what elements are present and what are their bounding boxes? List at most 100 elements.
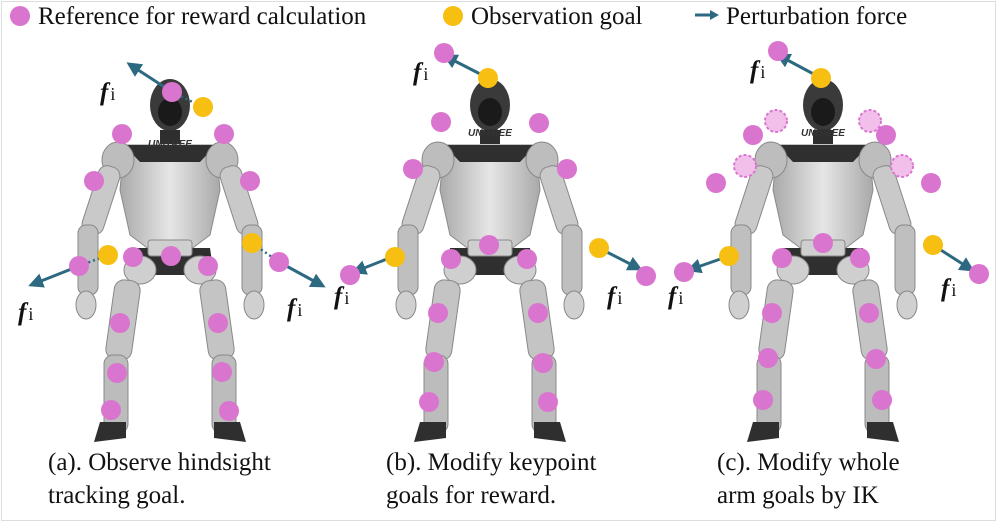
goal-point-hand-left bbox=[98, 245, 118, 265]
ref-point-elbow-left bbox=[403, 159, 423, 179]
caption-a: (a). Observe hindsight tracking goal. bbox=[48, 446, 271, 512]
ref-point-hip-right bbox=[517, 249, 537, 269]
ref-point-hand-right bbox=[636, 266, 656, 286]
reference-points-b bbox=[340, 43, 656, 412]
legend-goal-label: Observation goal bbox=[471, 3, 643, 30]
ik-goal-elbow-left bbox=[733, 154, 757, 178]
ref-point-head bbox=[434, 43, 454, 63]
ref-point-hip-left bbox=[441, 249, 461, 269]
ik-arm-goals-c bbox=[733, 109, 914, 178]
goal-point-hand-right bbox=[923, 235, 943, 255]
ref-point-hip-right bbox=[198, 256, 218, 276]
goal-point-hand-right bbox=[242, 233, 262, 253]
ref-point-knee-left bbox=[428, 303, 448, 323]
ref-point-shoulder-left bbox=[112, 124, 132, 144]
ref-point-hand-left bbox=[340, 265, 360, 285]
caption-b-line-2: goals for reward. bbox=[386, 482, 557, 509]
ref-point-foot-left bbox=[419, 392, 439, 412]
legend-item-reference: Reference for reward calculation bbox=[10, 3, 366, 31]
goal-point-hand-left bbox=[719, 246, 739, 266]
ref-point-ankle-left bbox=[424, 352, 444, 372]
reference-points-c bbox=[674, 41, 989, 410]
ref-point-shoulder-right bbox=[214, 124, 234, 144]
reference-dot-icon bbox=[10, 6, 30, 26]
ref-point-hip-left bbox=[123, 247, 143, 267]
ref-point-foot-right bbox=[219, 401, 239, 421]
goal-point-hand-left bbox=[385, 247, 405, 267]
reference-points-a bbox=[69, 82, 289, 421]
ref-point-shoulder-left bbox=[743, 125, 763, 145]
legend-item-force: Perturbation force bbox=[694, 3, 907, 31]
ref-point-shoulder-right bbox=[529, 113, 549, 133]
ref-point-hand-left bbox=[69, 256, 89, 276]
ref-point-elbow-right bbox=[557, 159, 577, 179]
panel-c: UNITREE bbox=[668, 41, 989, 443]
ref-point-shoulder-left bbox=[431, 112, 451, 132]
caption-c: (c). Modify whole arm goals by IK bbox=[717, 446, 900, 512]
ref-point-shoulder-right bbox=[876, 125, 896, 145]
ref-point-hip-right bbox=[850, 248, 870, 268]
goal-points-c bbox=[719, 68, 943, 266]
ref-point-hand-left bbox=[674, 262, 694, 282]
ref-point-ankle-right bbox=[212, 362, 232, 382]
robot-logo-c: UNITREE bbox=[801, 128, 845, 139]
ref-point-head bbox=[768, 41, 788, 61]
panel-a: UNITREE bbox=[18, 62, 326, 443]
ik-goal-shoulder-right bbox=[858, 109, 882, 133]
ref-point-elbow-right bbox=[921, 173, 941, 193]
robot-logo-b: UNITREE bbox=[468, 128, 512, 139]
panel-b: UNITREE bbox=[334, 43, 656, 443]
caption-a-line-2: tracking goal. bbox=[48, 482, 186, 509]
ref-point-pelvis bbox=[161, 246, 181, 266]
ref-point-elbow-left bbox=[84, 171, 104, 191]
ref-point-ankle-right bbox=[866, 349, 886, 369]
ref-point-ankle-right bbox=[533, 353, 553, 373]
ref-point-ankle-left bbox=[107, 363, 127, 383]
ik-goal-elbow-right bbox=[890, 154, 914, 178]
caption-b-line-1: (b). Modify keypoint bbox=[386, 449, 597, 476]
robot-logo-a: UNITREE bbox=[148, 139, 192, 150]
ref-point-knee-left bbox=[110, 313, 130, 333]
legend-reference-label: Reference for reward calculation bbox=[38, 3, 367, 30]
ref-point-head bbox=[162, 82, 182, 102]
ref-point-foot-left bbox=[753, 390, 773, 410]
caption-b: (b). Modify keypoint goals for reward. bbox=[386, 446, 596, 512]
ref-point-foot-right bbox=[538, 392, 558, 412]
ref-point-pelvis bbox=[479, 235, 499, 255]
caption-c-line-1: (c). Modify whole bbox=[717, 449, 900, 476]
ref-point-knee-left bbox=[762, 303, 782, 323]
goal-point-head bbox=[478, 68, 498, 88]
caption-a-line-1: (a). Observe hindsight bbox=[48, 449, 271, 476]
goal-point-head bbox=[811, 68, 831, 88]
legend: Reference for reward calculation Observa… bbox=[0, 0, 997, 40]
ref-point-hand-right bbox=[269, 252, 289, 272]
goal-dot-icon bbox=[443, 6, 463, 26]
ref-point-ankle-left bbox=[758, 348, 778, 368]
ref-point-elbow-right bbox=[240, 171, 260, 191]
ref-point-foot-right bbox=[872, 390, 892, 410]
legend-item-goal: Observation goal bbox=[443, 3, 642, 31]
caption-c-line-2: arm goals by IK bbox=[717, 482, 879, 509]
goal-point-head bbox=[193, 97, 213, 117]
ref-point-knee-right bbox=[528, 303, 548, 323]
goal-points-a bbox=[98, 97, 262, 265]
ref-point-pelvis bbox=[813, 233, 833, 253]
ref-point-elbow-left bbox=[706, 173, 726, 193]
ref-point-foot-left bbox=[101, 400, 121, 420]
ik-goal-shoulder-left bbox=[764, 109, 788, 133]
force-arrow-icon bbox=[695, 10, 719, 20]
ref-point-knee-right bbox=[208, 313, 228, 333]
ref-point-hip-left bbox=[772, 248, 792, 268]
ref-point-hand-right bbox=[969, 264, 989, 284]
goal-points-b bbox=[385, 68, 609, 267]
